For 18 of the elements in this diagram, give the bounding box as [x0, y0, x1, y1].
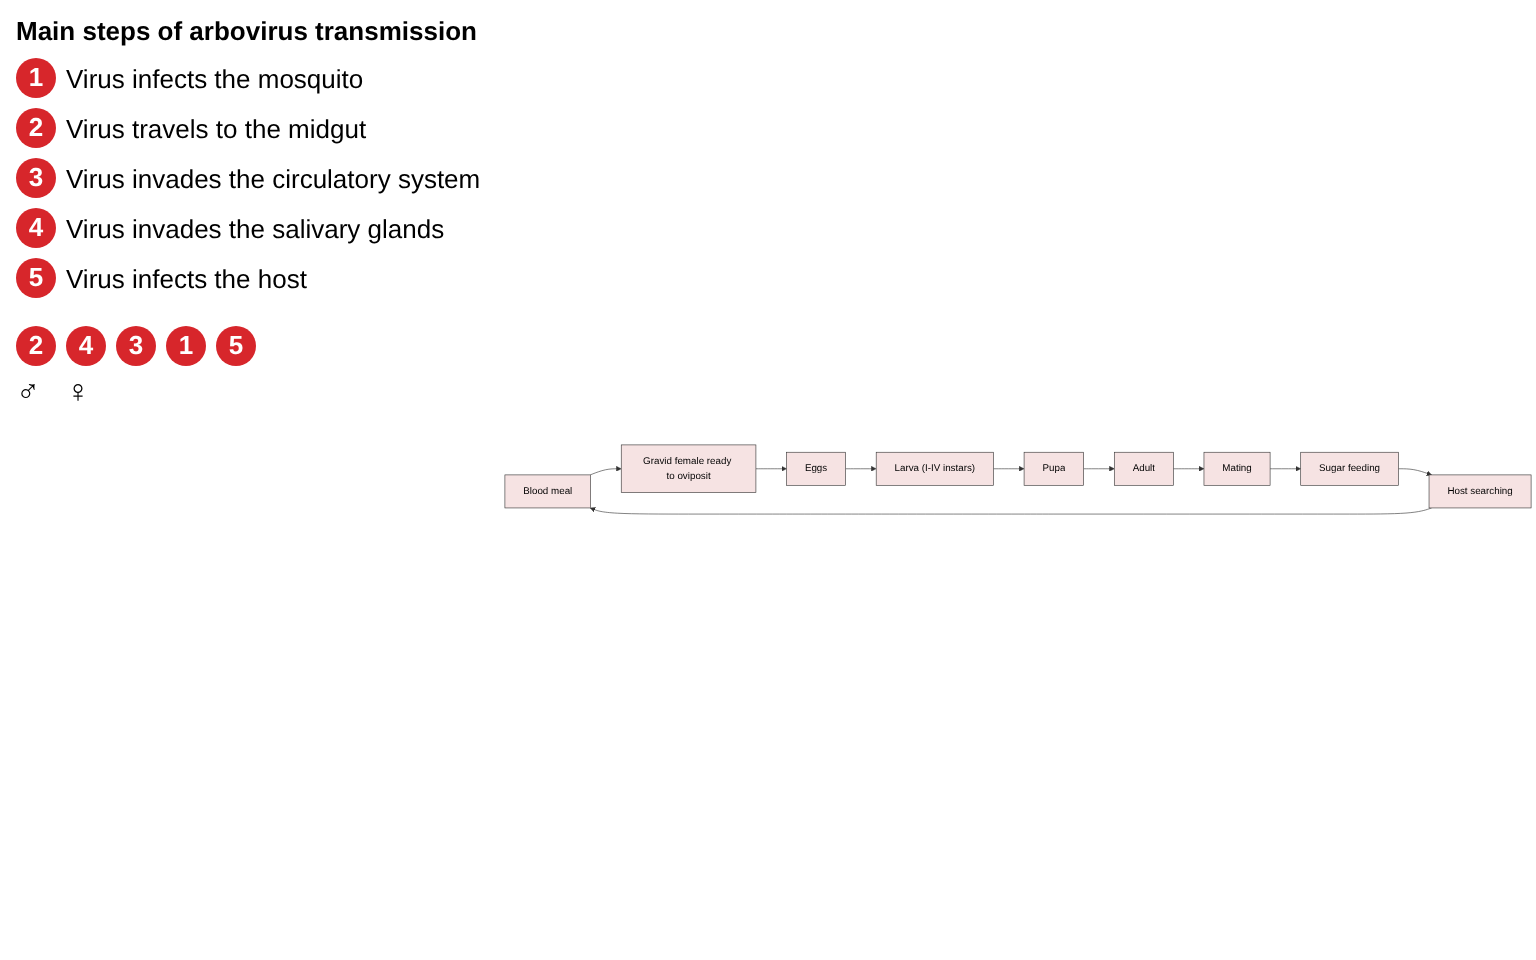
sex-symbol: ♂ — [16, 376, 40, 412]
step-description: Virus invades the salivary glands — [66, 213, 445, 243]
callout-number: 3 — [116, 326, 156, 366]
callout-number: 5 — [216, 326, 256, 366]
step-number-badge: 5 — [16, 258, 56, 298]
legend-heading: Main steps of arbovirus transmission — [16, 16, 479, 46]
step-description: Virus invades the circulatory system — [66, 163, 481, 193]
step-number-badge: 1 — [16, 58, 56, 98]
callout-number: 2 — [16, 326, 56, 366]
step-number-badge: 3 — [16, 158, 56, 198]
step-description: Virus infects the mosquito — [66, 63, 364, 93]
sex-symbol: ♀ — [66, 376, 90, 412]
step-number-badge: 2 — [16, 108, 56, 148]
step-description: Virus travels to the midgut — [66, 113, 367, 143]
callout-number: 1 — [166, 326, 206, 366]
callout-number: 4 — [66, 326, 106, 366]
step-description: Virus infects the host — [66, 263, 307, 293]
step-number-badge: 4 — [16, 208, 56, 248]
